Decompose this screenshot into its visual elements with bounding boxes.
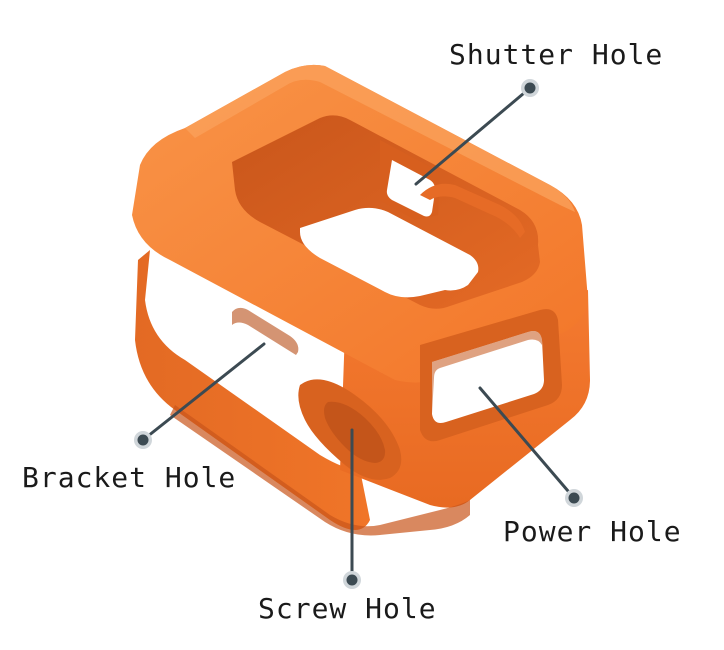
float-case-body (132, 64, 590, 536)
label-power-hole: Power Hole (503, 515, 682, 548)
label-shutter-hole: Shutter Hole (449, 38, 664, 71)
callout-dot-bracket-core (137, 434, 149, 446)
bracket-hole-shadow (232, 307, 299, 355)
case-left-wall (135, 250, 370, 530)
leader-lines (141, 86, 576, 582)
leader-line-shutter (414, 86, 532, 186)
power-hole-inner-edge (432, 331, 542, 414)
screw-hole (324, 401, 386, 463)
label-bracket-hole: Bracket Hole (22, 461, 237, 494)
callout-dots (134, 79, 583, 589)
callout-dot-power-core (568, 492, 580, 504)
case-bottom-rim (170, 405, 470, 536)
leader-line-power (478, 386, 576, 500)
callout-dot-screw-core (346, 574, 358, 586)
callout-dot-shutter-core (524, 82, 536, 94)
shutter-hole (386, 160, 436, 217)
label-screw-hole: Screw Hole (258, 592, 437, 625)
leader-line-bracket (141, 342, 266, 442)
top-window-lip (420, 183, 525, 238)
top-window-floor (300, 207, 479, 298)
